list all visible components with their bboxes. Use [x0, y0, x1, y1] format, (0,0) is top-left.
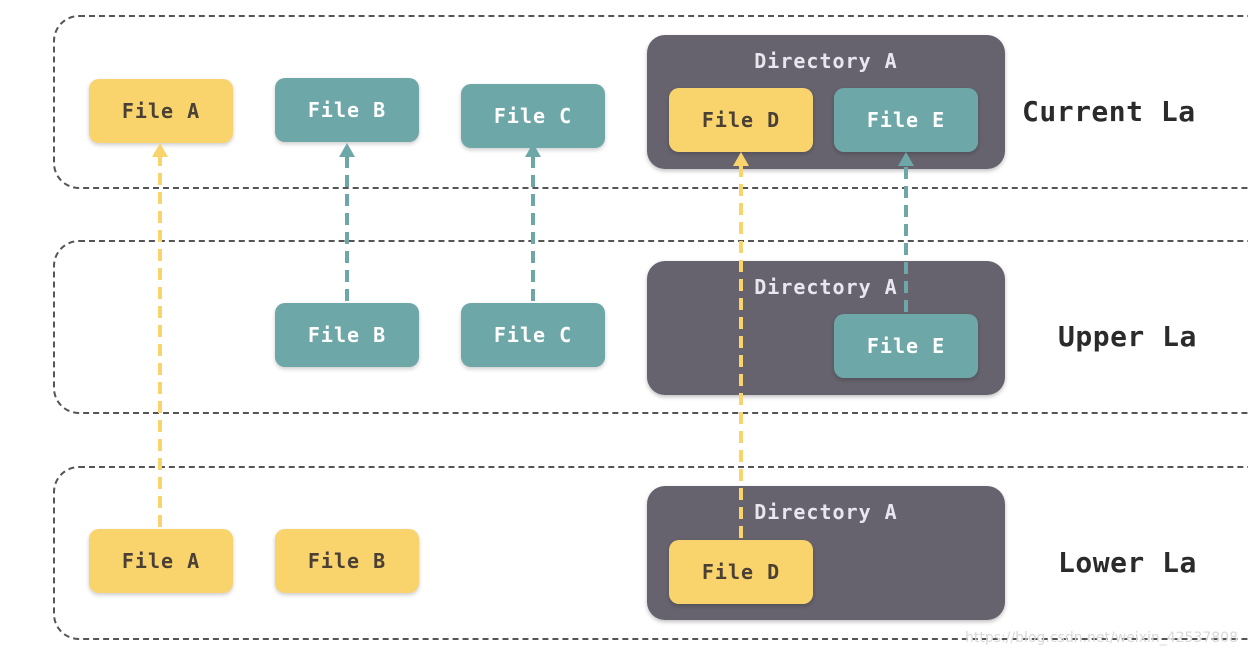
- upper-file-b: File B: [275, 303, 419, 367]
- current-file-b: File B: [275, 78, 419, 142]
- upper-layer-box: [53, 240, 1248, 414]
- lower-file-d: File D: [669, 540, 813, 604]
- watermark: https://blog.csdn.net/weixin_42537808: [964, 630, 1238, 646]
- current-layer-label: Current La: [1022, 95, 1196, 128]
- current-file-c: File C: [461, 84, 605, 148]
- current-file-d: File D: [669, 88, 813, 152]
- lower-directory-label: Directory A: [754, 500, 898, 524]
- current-file-a: File A: [89, 79, 233, 143]
- lower-layer-box: [53, 466, 1248, 640]
- current-directory-label: Directory A: [754, 49, 898, 73]
- upper-file-c: File C: [461, 303, 605, 367]
- lower-layer-label: Lower La: [1058, 546, 1197, 579]
- lower-file-b: File B: [275, 529, 419, 593]
- upper-file-e: File E: [834, 314, 978, 378]
- current-layer-box: [53, 15, 1248, 189]
- upper-layer-label: Upper La: [1058, 320, 1197, 353]
- upper-directory-label: Directory A: [754, 275, 898, 299]
- current-file-e: File E: [834, 88, 978, 152]
- lower-file-a: File A: [89, 529, 233, 593]
